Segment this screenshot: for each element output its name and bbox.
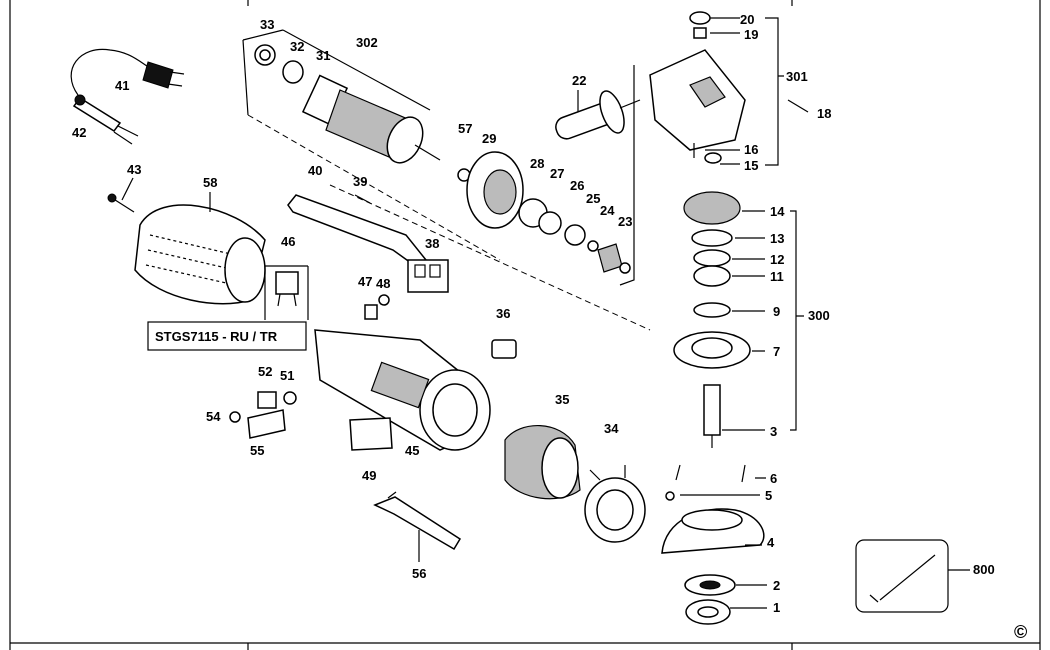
label-40: 40 <box>308 163 322 178</box>
label-9: 9 <box>773 304 780 319</box>
part-46-noise-filter <box>264 265 309 320</box>
label-48: 48 <box>376 276 390 291</box>
label-45: 45 <box>405 443 419 458</box>
gear-head-301 <box>649 11 746 164</box>
motor-housing-58 <box>134 204 266 305</box>
label-38: 38 <box>425 236 439 251</box>
label-33: 33 <box>260 17 274 32</box>
label-11: 11 <box>770 269 784 284</box>
label-19: 19 <box>744 27 758 42</box>
label-47: 47 <box>358 274 372 289</box>
screw-18 <box>787 99 809 113</box>
label-31: 31 <box>316 48 330 63</box>
label-300: 300 <box>808 308 830 323</box>
page-frame <box>9 0 1041 650</box>
cable-plug-part <box>70 48 185 145</box>
label-34: 34 <box>604 421 619 436</box>
label-7: 7 <box>773 344 780 359</box>
label-54: 54 <box>206 409 221 424</box>
nut-1 <box>685 599 731 625</box>
baffle-34 <box>584 465 646 543</box>
label-39: 39 <box>353 174 367 189</box>
main-housing-45 <box>314 329 491 451</box>
label-29: 29 <box>482 131 496 146</box>
label-55: 55 <box>250 443 264 458</box>
plate-49 <box>349 417 393 451</box>
label-23: 23 <box>618 214 632 229</box>
label-16: 16 <box>744 142 758 157</box>
label-26: 26 <box>570 178 584 193</box>
spindle-stack-300 <box>673 191 751 448</box>
label-28: 28 <box>530 156 544 171</box>
flange-2 <box>684 574 736 596</box>
label-18: 18 <box>817 106 831 121</box>
variant-box <box>147 321 307 351</box>
label-800: 800 <box>973 562 995 577</box>
label-52: 52 <box>258 364 272 379</box>
brush-holder-55 <box>229 391 297 439</box>
copyright-mark: © <box>1014 622 1027 642</box>
label-25: 25 <box>586 191 600 206</box>
label-13: 13 <box>770 231 784 246</box>
label-49: 49 <box>362 468 376 483</box>
label-302: 302 <box>356 35 378 50</box>
screws-6-5 <box>665 464 746 501</box>
label-301: 301 <box>786 69 808 84</box>
label-15: 15 <box>744 158 758 173</box>
label-42: 42 <box>72 125 86 140</box>
label-41: 41 <box>115 78 129 93</box>
label-24: 24 <box>600 203 615 218</box>
part-36 <box>491 339 517 359</box>
spanner-box-800 <box>855 539 949 613</box>
label-32: 32 <box>290 39 304 54</box>
label-35: 35 <box>555 392 569 407</box>
label-3: 3 <box>770 424 777 439</box>
label-12: 12 <box>770 252 784 267</box>
side-handle-56 <box>373 491 462 551</box>
bearing-stack <box>518 198 631 274</box>
variant-box-text: STGS7115 - RU / TR <box>155 329 278 344</box>
screw-43 <box>107 193 135 213</box>
guard-4 <box>661 508 765 554</box>
label-4: 4 <box>767 535 775 550</box>
switch-38 <box>407 259 449 293</box>
field-coil-35 <box>504 425 581 500</box>
label-20: 20 <box>740 12 754 27</box>
label-57: 57 <box>458 121 472 136</box>
label-56: 56 <box>412 566 426 581</box>
gear-29 <box>457 151 524 229</box>
label-51: 51 <box>280 368 294 383</box>
label-5: 5 <box>765 488 772 503</box>
handle-22 <box>555 90 641 140</box>
label-14: 14 <box>770 204 785 219</box>
label-36: 36 <box>496 306 510 321</box>
screw-48 <box>364 294 390 320</box>
label-46: 46 <box>281 234 295 249</box>
label-2: 2 <box>773 578 780 593</box>
label-27: 27 <box>550 166 564 181</box>
label-58: 58 <box>203 175 217 190</box>
label-22: 22 <box>572 73 586 88</box>
label-1: 1 <box>773 600 780 615</box>
armature-31 <box>254 44 441 164</box>
label-43: 43 <box>127 162 141 177</box>
label-6: 6 <box>770 471 777 486</box>
